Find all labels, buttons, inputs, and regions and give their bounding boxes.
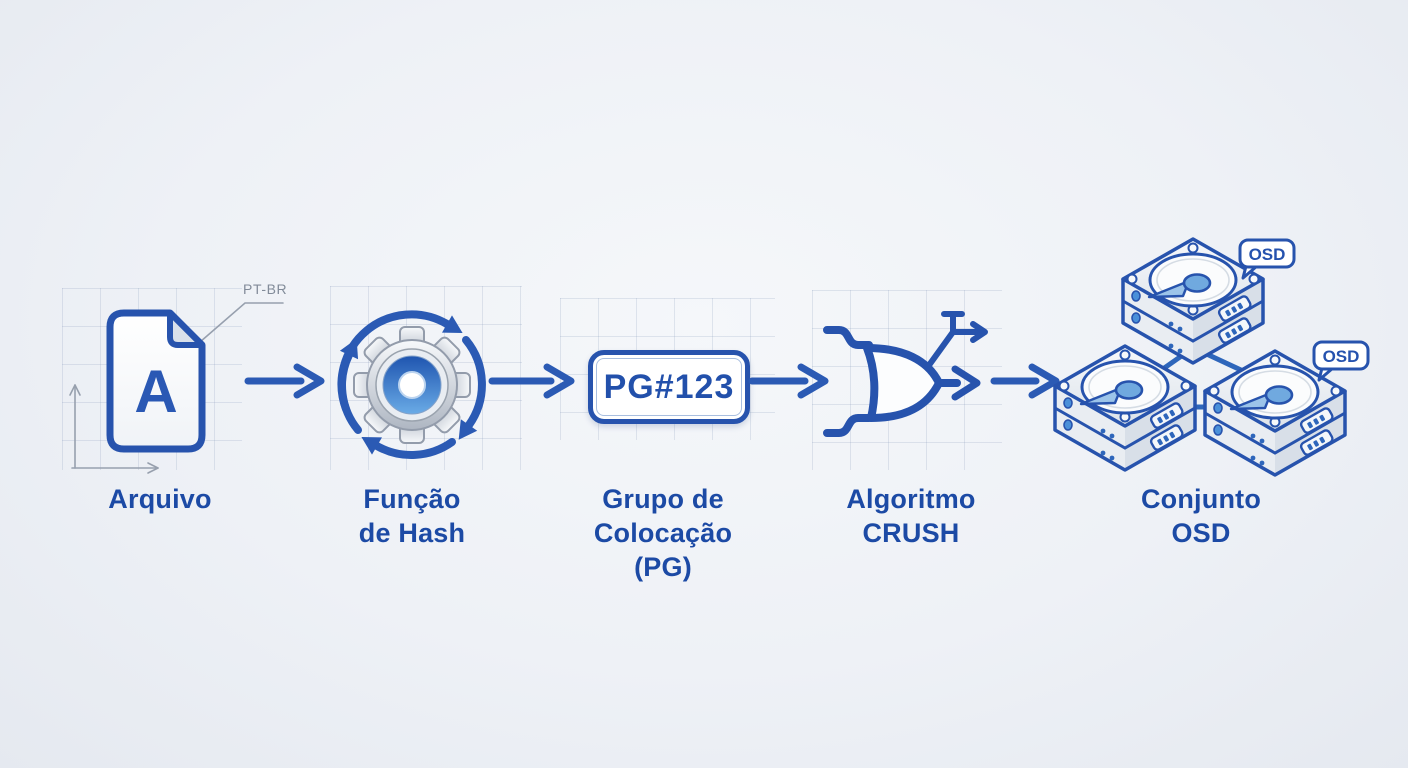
osd-cluster: OSD OSD	[1053, 237, 1370, 477]
hash-gear-icon	[337, 310, 486, 459]
crush-input-bottom	[823, 414, 873, 437]
osd-badge: OSD	[1312, 340, 1370, 382]
crush-fork-branch	[924, 311, 988, 371]
crush-gate-body	[863, 344, 943, 422]
label-osd: Conjunto OSD	[1140, 484, 1262, 548]
flow-arrow-icon	[244, 363, 325, 399]
svg-text:OSD: OSD	[1249, 245, 1286, 264]
pg-value: PG#123	[603, 367, 735, 406]
flow-arrow-icon	[488, 363, 575, 399]
rotation-arrows-icon	[337, 310, 486, 459]
label-hash: Função de Hash	[358, 484, 466, 548]
file-letter: A	[134, 358, 177, 425]
label-file: Arquivo	[108, 484, 212, 514]
locale-annotation: PT-BR	[243, 281, 288, 297]
folded-corner	[167, 310, 205, 348]
pg-box: PG#123	[588, 350, 750, 424]
osd-drive-icon	[1053, 344, 1197, 472]
dimension-lines	[69, 302, 284, 474]
svg-text:OSD: OSD	[1323, 347, 1360, 366]
callout-line	[199, 302, 284, 343]
flow-arrow-icon	[748, 363, 829, 399]
crush-input-top	[823, 326, 873, 349]
rotation-arrowheads	[339, 315, 478, 455]
label-crush: Algoritmo CRUSH	[846, 484, 976, 548]
crush-gate-icon	[823, 311, 988, 437]
flow-arrow-icon	[990, 363, 1060, 399]
osd-badge: OSD	[1238, 238, 1296, 280]
label-pg: Grupo de Colocação (PG)	[593, 484, 733, 582]
file-icon: A	[106, 309, 206, 453]
